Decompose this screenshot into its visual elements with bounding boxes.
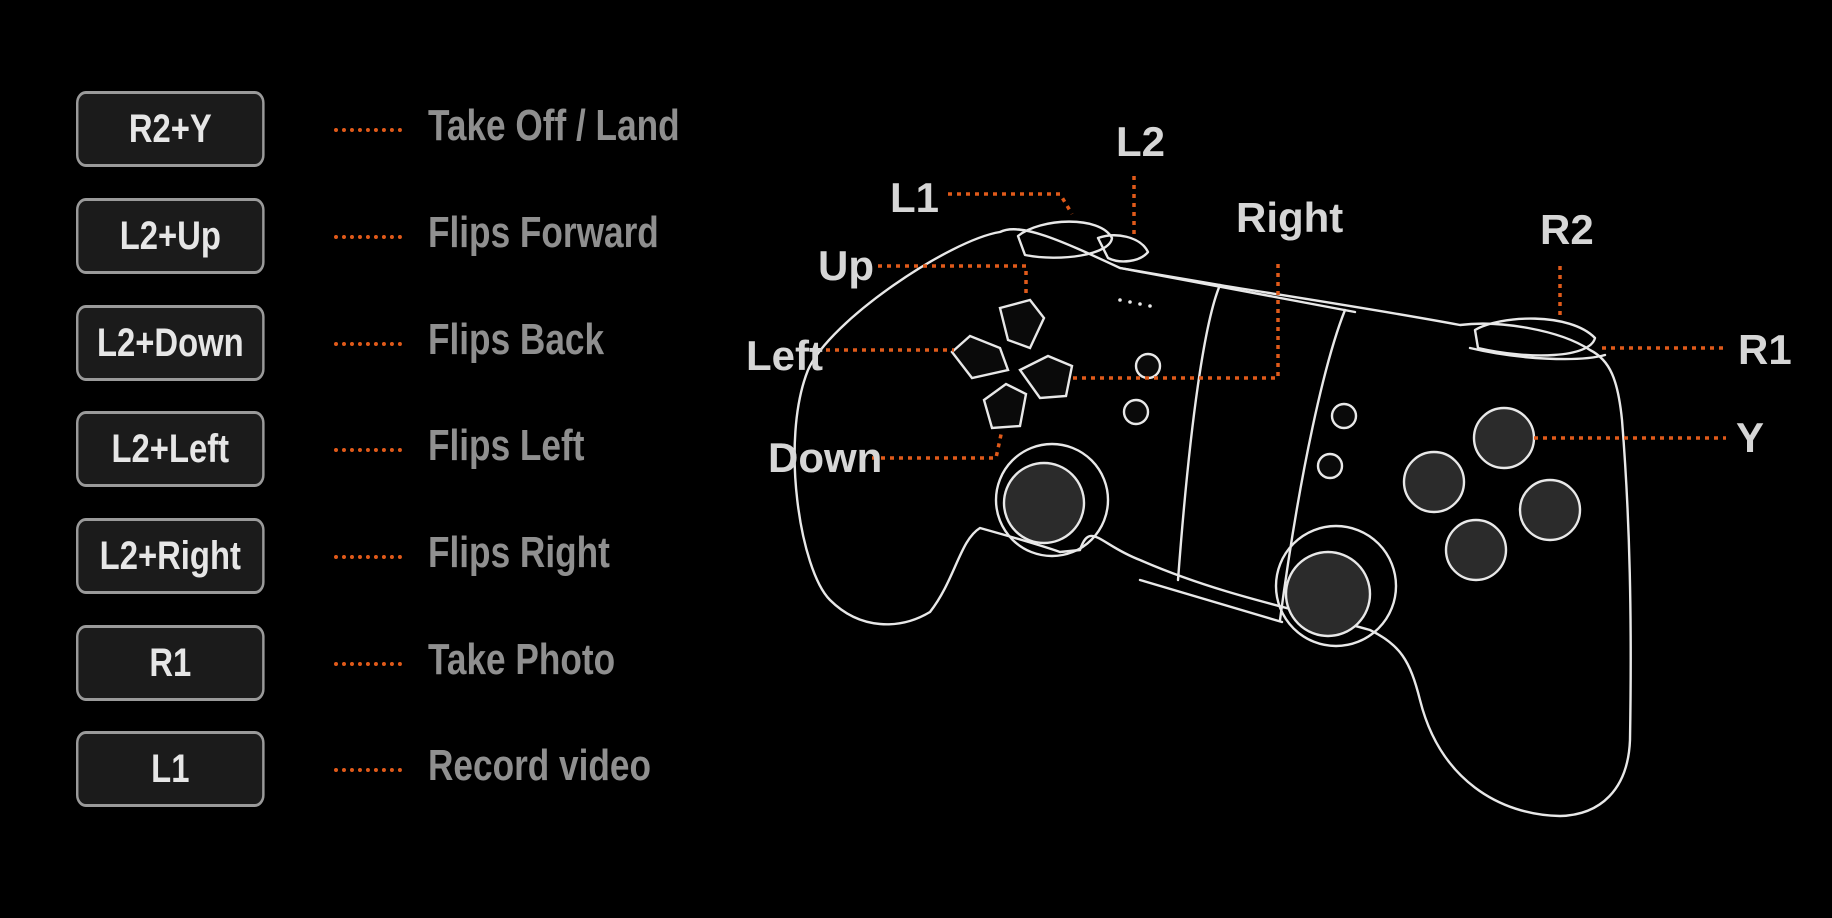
combo-key-label: R2+Y: [128, 106, 212, 151]
indicator-dot: [1148, 304, 1152, 308]
face-button-a: [1444, 518, 1508, 582]
action-label: Flips Left: [428, 421, 585, 470]
action-label: Flips Back: [428, 315, 605, 364]
leader-line: [334, 555, 402, 559]
label-down: Down: [768, 434, 882, 481]
dpad-down: [982, 382, 1028, 430]
mapping-row-take-photo: R1 Take Photo: [76, 625, 796, 705]
right-joystick-base: [1274, 524, 1398, 648]
leader-up: [878, 264, 1028, 298]
button-labels: L2 L1 Up Left Down Right R2 R1 Y: [746, 118, 1792, 481]
combo-key-box: L1: [76, 731, 265, 807]
leader-line: [334, 235, 402, 239]
left-shoulder-l1: [1016, 220, 1114, 259]
combo-key-label: L2+Up: [119, 213, 221, 258]
mode-button: [1316, 452, 1344, 480]
dpad: [950, 298, 1074, 430]
mapping-row-record-video: L1 Record video: [76, 731, 796, 811]
label-l1: L1: [890, 174, 939, 221]
indicator-dot: [1118, 298, 1122, 302]
combo-key-label: L2+Right: [99, 533, 241, 578]
combo-key-box: R1: [76, 625, 265, 701]
label-right: Right: [1236, 194, 1343, 241]
left-joystick: [994, 442, 1110, 558]
combo-key-label: R1: [149, 640, 192, 685]
dpad-up: [998, 298, 1046, 350]
mapping-row-flips-back: L2+Down Flips Back: [76, 305, 796, 385]
action-label: Flips Right: [428, 528, 610, 577]
mapping-row-flips-forward: L2+Up Flips Forward: [76, 198, 796, 278]
face-button-y: [1472, 406, 1536, 470]
right-joystick: [1274, 524, 1398, 648]
select-button: [1134, 352, 1162, 380]
gamepad-body: [793, 220, 1632, 818]
combo-key-label: L2+Left: [111, 426, 230, 471]
leader-line: [334, 448, 402, 452]
right-shoulder-r2: [1473, 317, 1597, 357]
home-button: [1122, 398, 1150, 426]
left-shoulder-l2: [1096, 234, 1150, 263]
action-label: Record video: [428, 741, 651, 790]
right-shoulder-r1: [1468, 346, 1607, 361]
phone-clamp-left-edge: [1176, 283, 1222, 582]
label-l2: L2: [1116, 118, 1165, 165]
label-y: Y: [1736, 414, 1764, 461]
combo-key-box: R2+Y: [76, 91, 265, 167]
dpad-right: [1018, 354, 1074, 400]
label-r2: R2: [1540, 206, 1594, 253]
dpad-left: [950, 334, 1010, 380]
action-label: Take Off / Land: [428, 101, 680, 150]
combo-key-box: L2+Down: [76, 305, 265, 381]
mapping-row-flips-left: L2+Left Flips Left: [76, 411, 796, 491]
phone-clamp-right-edge: [1278, 308, 1347, 622]
phone-clamp-top-edge: [1118, 266, 1357, 314]
left-joystick-base: [994, 442, 1110, 558]
leader-l1: [948, 192, 1074, 215]
indicator-dots: [1118, 298, 1152, 308]
leader-down: [872, 429, 1004, 460]
combo-key-label: L2+Down: [96, 320, 244, 365]
start-button: [1330, 402, 1358, 430]
indicator-dot: [1138, 302, 1142, 306]
gamepad-outline: [793, 228, 1632, 818]
combo-key-box: L2+Up: [76, 198, 265, 274]
left-joystick-cap: [1002, 461, 1086, 545]
action-label: Take Photo: [428, 635, 616, 684]
combo-key-box: L2+Right: [76, 518, 265, 594]
leader-line: [334, 342, 402, 346]
leader-line: [334, 128, 402, 132]
leader-line: [334, 662, 402, 666]
label-up: Up: [818, 242, 874, 289]
face-button-b: [1518, 478, 1582, 542]
combo-key-label: L1: [151, 746, 190, 791]
button-leaders: [826, 176, 1728, 460]
action-label: Flips Forward: [428, 208, 659, 257]
mapping-row-flips-right: L2+Right Flips Right: [76, 518, 796, 598]
leader-line: [334, 768, 402, 772]
face-buttons: [1402, 406, 1582, 582]
label-r1: R1: [1738, 326, 1792, 373]
label-left: Left: [746, 332, 823, 379]
phone-clamp-bottom-edge: [1138, 578, 1284, 624]
mapping-row-takeoff-land: R2+Y Take Off / Land: [76, 91, 796, 171]
combo-key-box: L2+Left: [76, 411, 265, 487]
indicator-dot: [1128, 300, 1132, 304]
face-button-x: [1402, 450, 1466, 514]
right-joystick-cap: [1284, 550, 1372, 638]
leader-right: [1070, 264, 1280, 380]
